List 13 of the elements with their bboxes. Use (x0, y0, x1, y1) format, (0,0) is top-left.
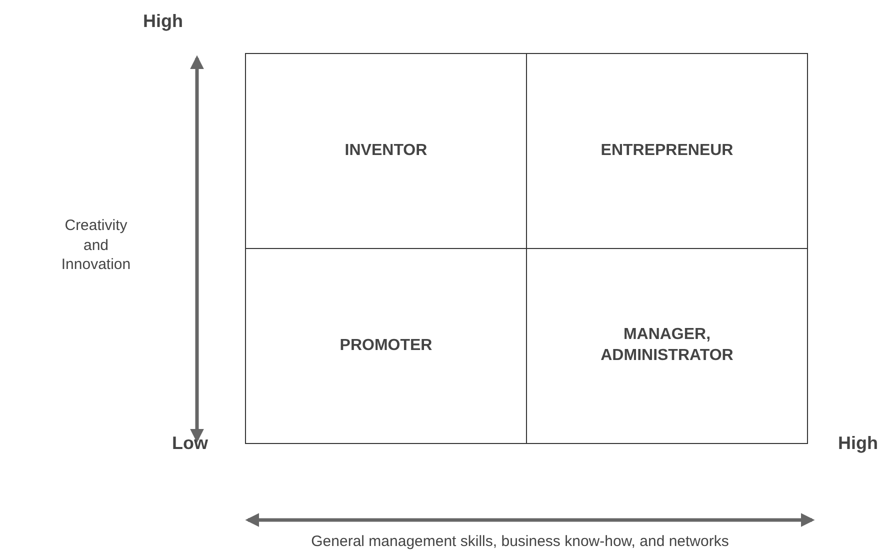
axis-end-label: Low (171, 432, 209, 455)
quadrant-cell (526, 248, 808, 444)
quadrant-cell (245, 248, 527, 444)
quadrant-label: PROMOTER (340, 336, 432, 356)
quadrant-cell (245, 53, 527, 249)
axis-title: Creativity and Innovation (60, 216, 132, 274)
quadrant-label: ENTREPRENEUR (600, 140, 734, 161)
quadrant-cell (526, 53, 808, 249)
axis-end-label: High (142, 10, 184, 33)
quadrant-label: INVENTOR (344, 140, 428, 161)
quadrant-label: MANAGER, ADMINISTRATOR (600, 325, 734, 366)
axis-title: General management skills, business know-how, and networks (310, 532, 730, 552)
axis-end-label: High (837, 432, 879, 455)
